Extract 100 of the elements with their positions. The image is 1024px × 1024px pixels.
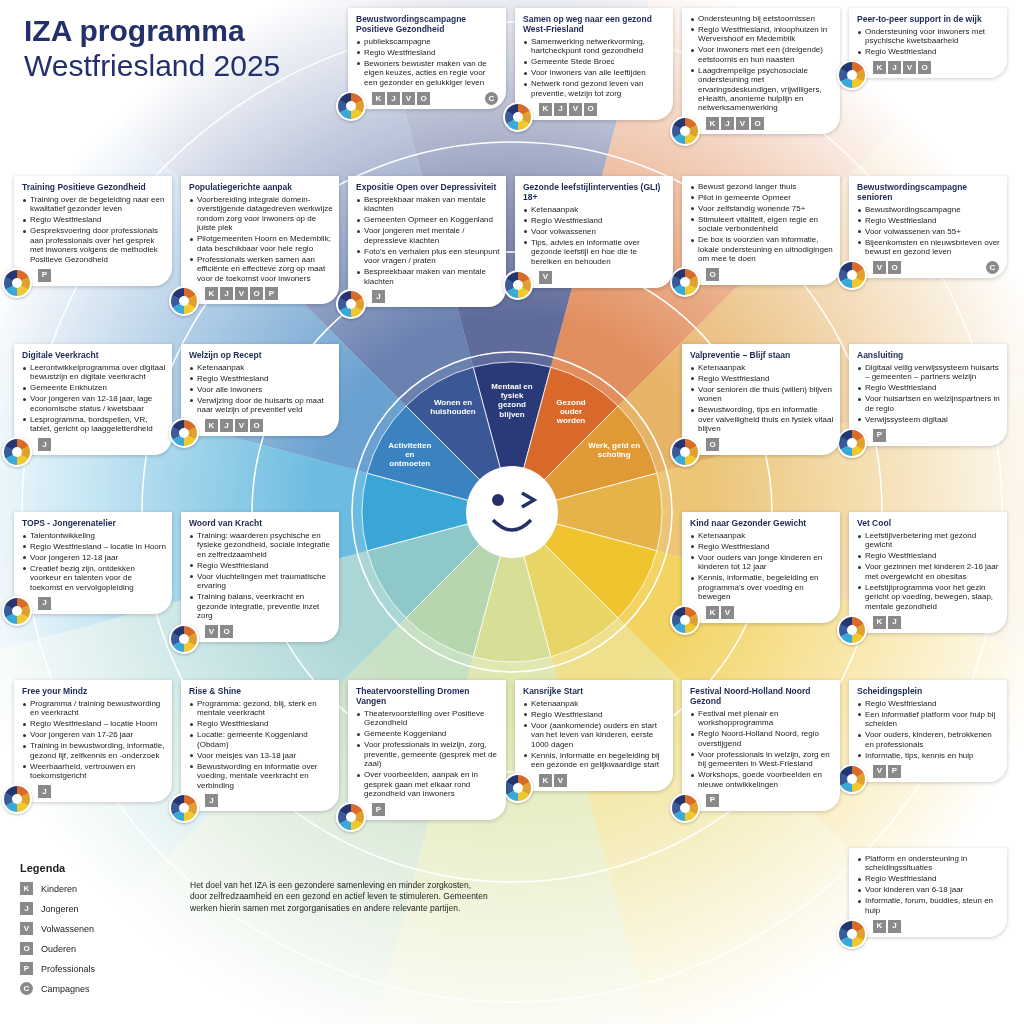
bullet-text: Regio Westfriesland: [523, 709, 667, 720]
bullet-text: Informatie, tips, kennis en hulp: [857, 750, 1001, 761]
bullet-text: Voor vluchtelingen met traumatische ervaring: [189, 571, 333, 591]
bullet-text: Samenwerking netwerkvorming, hartcheckpunt rond gezondheid: [523, 37, 667, 56]
audience-tag: O: [888, 261, 901, 275]
bullet-text: Voor kinderen van 6-18 jaar: [857, 885, 1001, 895]
audience-tag: V: [903, 61, 916, 75]
card-title: Scheidingsplein: [857, 686, 924, 696]
bullet-text: Kennis, informatie, begeleiding en programma's over voeding en bewegen: [690, 573, 834, 602]
bullet-text: De box is voorzien van informatie, lokale ondersteuning en uitnodigingen om mee te doen: [690, 235, 834, 264]
bullet-text: Regio Noord-Holland Noord, regio overstijgend: [690, 729, 834, 749]
bullet-text: Bewust gezond langer thuis: [690, 182, 834, 192]
bullet-text: Regio Westfriesland – locatie in Hoorn: [22, 541, 166, 552]
card-title: Valpreventie – Blijf staan: [690, 350, 792, 360]
audience-tag: O: [250, 419, 263, 433]
audience-tag: V: [402, 91, 415, 105]
bullet-text: Talentontwikkeling: [22, 531, 166, 541]
audience-tag: V: [235, 419, 248, 433]
audience-tag: K: [205, 419, 218, 433]
bullet-text: Gemeente Stede Broec: [523, 57, 667, 67]
bullet-text: Professionals werken samen aan efficiënte en effectieve zorg op maat voor de toekomst voor inwoners: [189, 254, 333, 283]
bullet-text: Voor huisartsen en welzijnspartners in de regio: [857, 394, 1001, 414]
audience-tag: K: [539, 774, 552, 788]
bullet-text: Platform en ondersteuning in scheidingssituaties: [857, 854, 1001, 873]
bullet-text: Training over de begeleiding naar een kwalitatief gezonder leven: [22, 195, 166, 214]
audience-tag: J: [888, 61, 901, 75]
audience-tag: O: [706, 268, 719, 281]
bullet-text: Gemeenten Opmeer en Koggenland: [356, 215, 500, 225]
audience-tag: J: [721, 117, 734, 131]
bullet-text: Pilotgemeenten Hoorn en Medemblik; data beschikbaar voor hele regio: [189, 234, 333, 254]
bullet-text: Voor ouders van jonge kinderen en kinderen tot 12 jaar: [690, 552, 834, 572]
audience-tag: J: [554, 102, 567, 116]
bullet-text: Regio Westfriesland: [22, 215, 166, 225]
bullet-text: Leefstijlverbetering met gezond gewicht: [857, 531, 1001, 550]
bullet-text: Ketenaanpak: [523, 699, 667, 709]
bullet-text: Bijeenkomsten en nieuwsbrieven over bewust en gezond leven: [857, 237, 1001, 257]
bullet-text: Voor alle inwoners: [189, 384, 333, 395]
bullet-text: Regio Westfriesland, inloophuizen in Wervershoof en Medemblik: [690, 24, 834, 44]
bullet-text: Regio Westfriesland: [690, 373, 834, 384]
bullet-text: Bewustwordingscampagne: [857, 205, 1001, 215]
bullet-text: Verwijssysteem digitaal: [857, 414, 1001, 425]
bullet-text: Programma: gezond, blij, sterk en mentale veerkracht: [189, 699, 333, 718]
bullet-text: Regio Westfriesland: [523, 215, 667, 226]
bullet-text: Regio Westfriesland: [189, 373, 333, 384]
card-title: Gezonde leefstijlinterventies (GLI) 18+: [523, 182, 662, 203]
bullet-text: Laagdrempelige psychosociale ondersteuning met ervaringsdeskundigen, vrijwilligers, eHealth, anonieme hulplijn en netwerksamenwerking: [690, 65, 834, 113]
wheel-segment-label: Activiteiten en ontmoeten: [383, 441, 436, 469]
audience-tag: P: [372, 802, 385, 816]
bullet-text: Voor professionals in welzijn, zorg en bij gemeenten in West-Friesland: [690, 749, 834, 769]
bullet-text: Locatie: gemeente Koggenland (Obdam): [189, 730, 333, 750]
card-title: Festival Noord-Holland Noord Gezond: [690, 686, 812, 707]
bullet-text: Regio Westfriesland: [857, 699, 1001, 709]
audience-tag: J: [205, 794, 218, 808]
bullet-text: Voor gezinnen met kinderen 2-16 jaar met overgewicht en obesitas: [857, 562, 1001, 582]
bullet-text: Theatervoorstelling over Positieve Gezondheid: [356, 709, 500, 728]
audience-tag: K: [873, 615, 886, 629]
bullet-text: Creatief bezig zijn, ontdekken voorkeur en talenten voor de toekomst en vervolgopleiding: [22, 563, 166, 593]
bullet-text: Voor ouders, kinderen, betrokkenen en professionals: [857, 730, 1001, 750]
bullet-text: Voor jongeren 12-18 jaar: [22, 552, 166, 563]
bullet-text: Over voorbeelden, aanpak en in gesprek gaan met elkaar rond gezondheid van inwoners: [356, 770, 500, 799]
bullet-text: Informatie, forum, buddies, steun en hulp: [857, 896, 1001, 916]
audience-tag: K: [372, 91, 385, 105]
audience-tag: J: [888, 615, 901, 629]
bullet-text: Voor inwoners met een (dreigende) eetstoornis en hun naasten: [690, 45, 834, 65]
audience-tag: J: [38, 596, 51, 610]
bullet-text: Verwijzing door de huisarts op maat naar welzijn of preventief veld: [189, 395, 333, 415]
audience-tag: J: [220, 419, 233, 433]
audience-tag: K: [20, 882, 33, 895]
audience-tag: V: [873, 764, 886, 778]
audience-tag: J: [38, 785, 51, 798]
bullet-text: Voor zelfstandig wonende 75+: [690, 203, 834, 214]
audience-tag: O: [751, 117, 764, 131]
bullet-text: Bespreekbaar maken van mentale klachten: [356, 267, 500, 286]
bullet-text: publiekscampagne: [356, 37, 500, 47]
wheel-segment-label: Mentaal en fysiek gezond blijven: [486, 382, 538, 419]
caption-text: Het doel van het IZA is een gezondere samenleving en minder zorgkosten, door zelfredzaamheid en een gezond en actief leven te stimuleren. Gemeenten werken hierin samen met zorgorganisaties en andere relevante partijen.: [190, 880, 489, 915]
card-title: Kansrijke Start: [523, 686, 584, 696]
audience-tag: P: [888, 764, 901, 778]
bullet-text: Regio Westfriesland: [356, 47, 500, 58]
audience-tag: K: [873, 61, 886, 75]
audience-tag: P: [38, 268, 51, 282]
title-text: IZA programma Westfriesland 2025: [24, 14, 281, 83]
card-title: Training Positieve Gezondheid: [22, 182, 147, 192]
bullet-text: Een informatief platform voor hulp bij scheiden: [857, 709, 1001, 729]
campaign-tag: C: [485, 91, 498, 105]
bullet-text: Training: waarderen psychische en fysieke gezondheid, sociale integratie en zelfredzaamheid: [189, 531, 333, 560]
bullet-text: Festival met plenair en workshopprogramma: [690, 709, 834, 728]
card-title: Populatiegerichte aanpak: [189, 182, 293, 192]
audience-tag: V: [736, 117, 749, 131]
bullet-text: Regio Westfriesland: [857, 551, 1001, 561]
bullet-text: Tips, advies en informatie over gezonde leefstijl en hoe die te bereiken en behouden: [523, 237, 667, 267]
bullet-text: Leerontwikkelprogramma over digitaal bewustzijn en digitale veerkracht: [22, 363, 166, 382]
bullet-text: Regio Westfriesland – locatie Hoorn: [22, 719, 166, 729]
legend-text: Campagnes: [41, 983, 90, 994]
audience-tag: V: [20, 922, 33, 935]
card-title: Peer-to-peer support in de wijk: [857, 14, 983, 24]
audience-tag: O: [584, 102, 597, 116]
card-title: Aansluiting: [857, 350, 905, 360]
card-title: TOPS - Jongerenatelier: [22, 518, 117, 528]
audience-tag: V: [554, 774, 567, 788]
